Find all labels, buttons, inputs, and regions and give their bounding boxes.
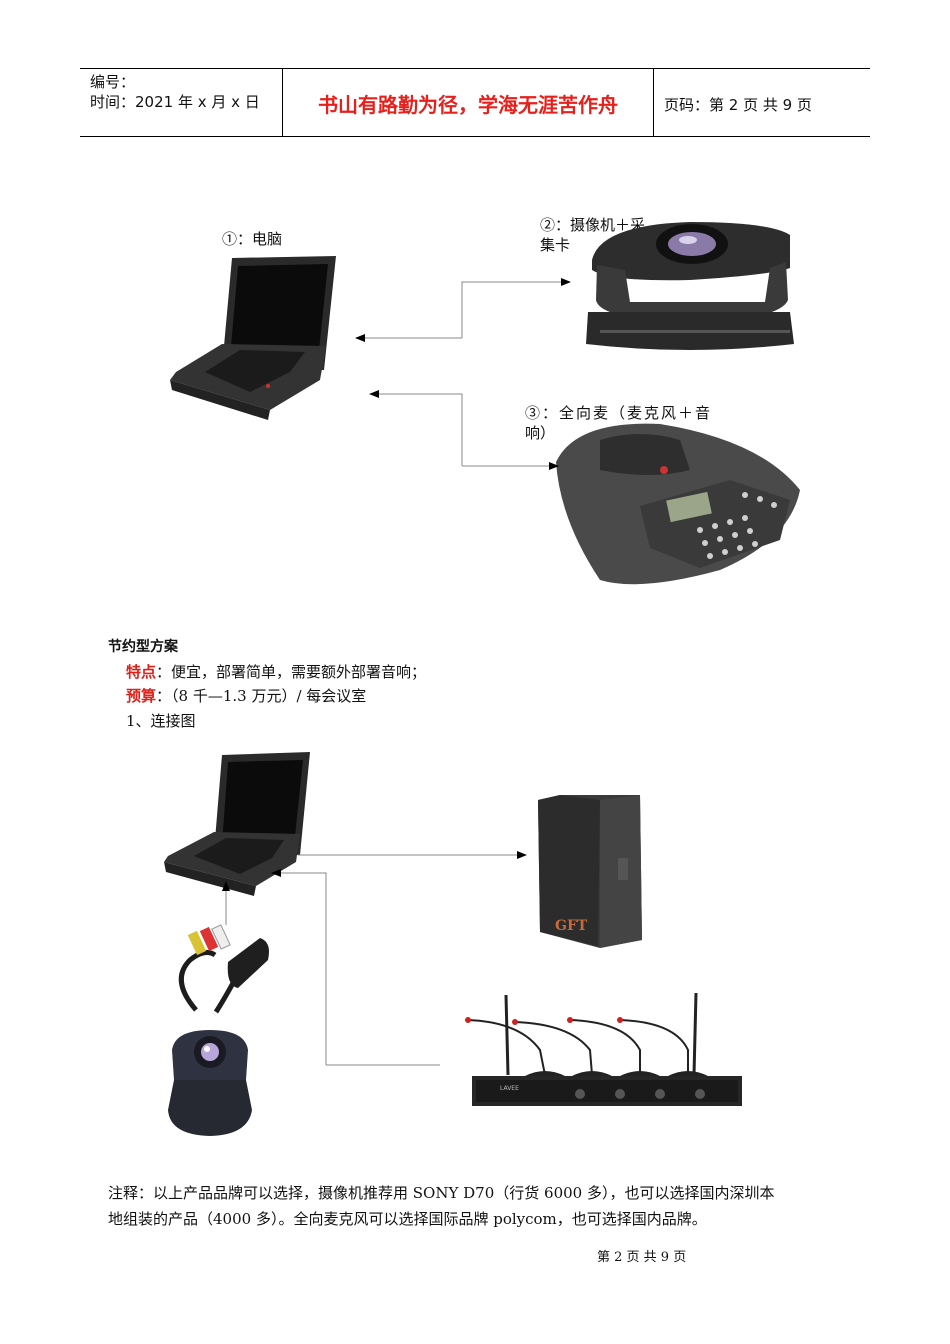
- page-footer: 第 2 页 共 9 页: [597, 1246, 686, 1265]
- speaker-brand: GFT: [555, 918, 588, 934]
- speaker-icon: GFT: [538, 795, 642, 948]
- connector-lines-2: [226, 855, 526, 1065]
- camera-icon-2: [168, 1030, 252, 1136]
- laptop-icon-2: [164, 752, 310, 896]
- wireless-microphone-system-icon: LAVEE: [465, 993, 742, 1106]
- mic-brand: LAVEE: [500, 1085, 519, 1092]
- capture-card-icon: [181, 925, 269, 1012]
- note-line-1: 注释：以上产品品牌可以选择，摄像机推荐用 SONY D70（行货 6000 多）…: [108, 1182, 774, 1203]
- note-line-2: 地组装的产品（4000 多）。全向麦克风可以选择国际品牌 polycom，也可选…: [108, 1208, 707, 1229]
